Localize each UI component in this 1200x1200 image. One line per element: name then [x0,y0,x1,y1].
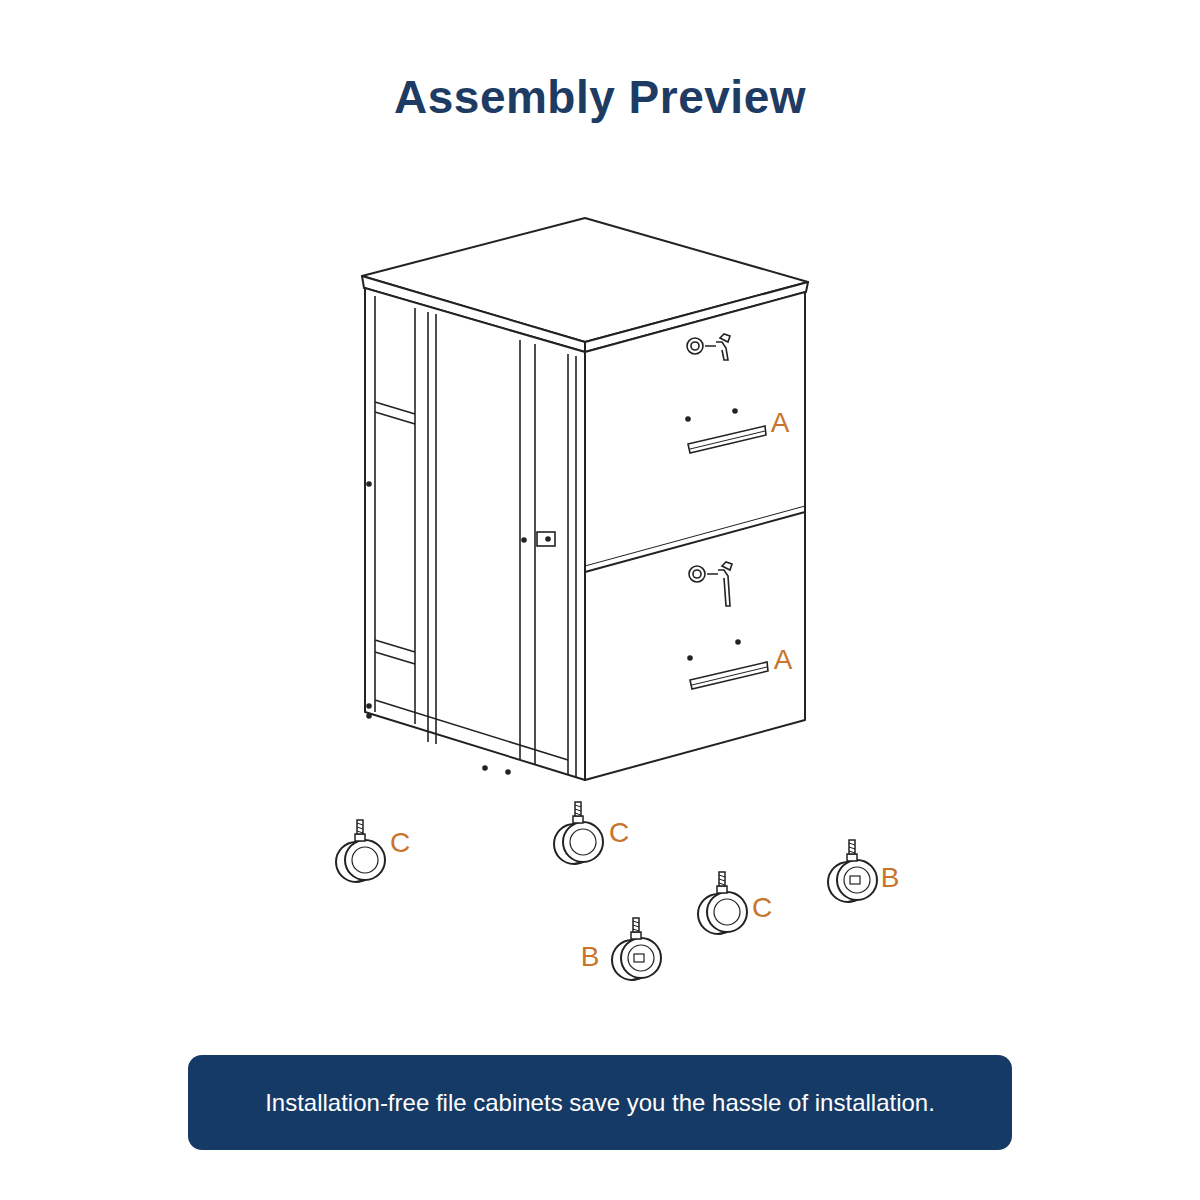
line-art [546,537,550,541]
line-art [693,570,701,578]
line-art [374,296,376,712]
line-art [736,640,740,644]
line-art [375,700,568,760]
line-art [427,312,429,742]
part-letter: C [609,819,629,847]
line-art [692,667,767,685]
line-art [375,640,415,652]
brake-tab [634,954,644,962]
line-art [705,334,730,360]
line-art [575,356,577,777]
drawer-hardware [686,334,768,689]
part-letter: A [774,646,793,674]
cabinet-body [362,218,808,780]
swivel-caster [336,820,385,882]
line-art [733,409,737,413]
line-art [585,506,805,566]
line-art [691,342,699,350]
line-art [375,652,415,664]
swivel-caster [554,802,603,864]
drawer-divider [585,512,805,572]
line-art [689,566,705,582]
part-letter: C [390,829,410,857]
line-art [367,482,371,486]
swivel-caster [698,872,747,934]
part-letter: A [771,409,790,437]
drawer-front [585,292,805,780]
line-art [537,532,555,546]
line-art [367,704,371,708]
brake-tab [850,876,860,884]
line-art [687,338,703,354]
part-letter: B [881,864,900,892]
brake-caster [612,918,661,980]
line-art [375,412,415,424]
part-letter: B [581,943,600,971]
line-art [483,766,487,770]
brake-caster [828,840,877,902]
line-art [519,340,521,760]
line-art [690,431,765,449]
line-art [688,656,692,660]
part-letter: C [752,894,772,922]
line-art [567,354,569,775]
caster-wheels [336,802,877,980]
drawer-handle [690,662,768,689]
line-art [435,314,437,744]
caption-banner: Installation-free file cabinets save you… [188,1055,1012,1150]
line-art [375,402,415,414]
line-art [707,562,732,606]
side-panel [365,288,585,780]
line-art [686,417,690,421]
line-art [506,770,510,774]
page-title: Assembly Preview [394,70,806,124]
line-art [534,344,536,765]
side-frame [367,296,576,777]
caption-text: Installation-free file cabinets save you… [265,1089,935,1117]
line-art [414,308,416,724]
line-art [367,714,371,718]
drawer-handle [688,426,766,453]
line-art [522,538,526,542]
